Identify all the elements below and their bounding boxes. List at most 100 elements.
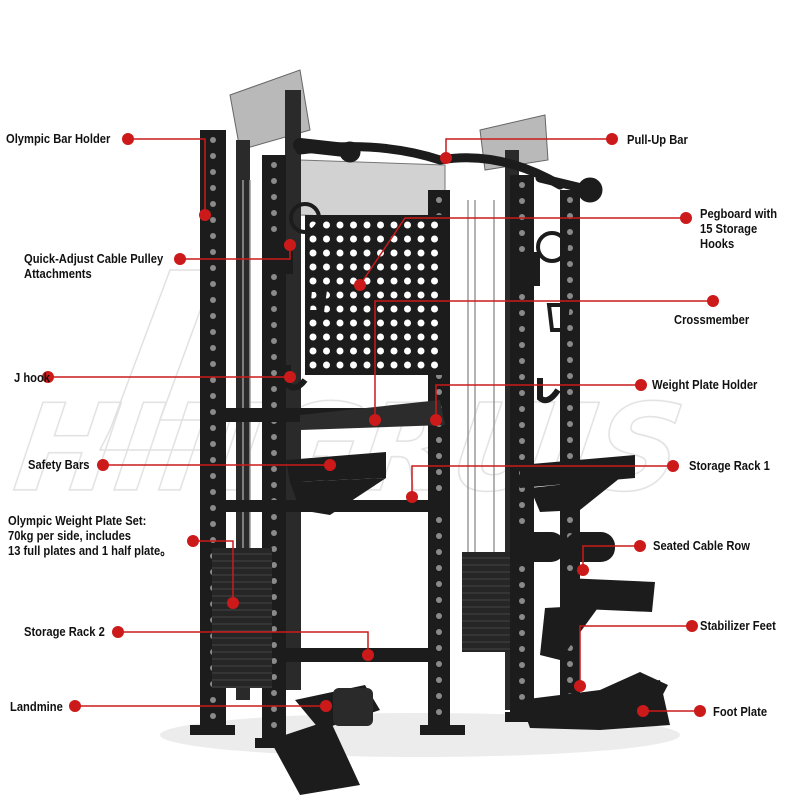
- pulley-handles: [265, 202, 571, 332]
- pegboard-hole: [404, 305, 411, 313]
- upright-hole: [436, 453, 442, 459]
- pegboard-hole: [390, 333, 398, 341]
- upright-hole: [436, 709, 442, 715]
- upright-hole: [436, 469, 442, 475]
- pegboard-hole: [431, 319, 438, 327]
- upright-hole: [271, 290, 277, 296]
- upright-hole: [519, 214, 525, 220]
- pegboard-hole: [323, 333, 330, 341]
- upright-hole: [519, 646, 525, 652]
- upright-hole: [210, 185, 216, 191]
- pegboard-hole: [350, 221, 357, 229]
- upright-hole: [519, 390, 525, 396]
- upright-hole: [271, 626, 277, 632]
- pegboard-hole: [417, 291, 425, 299]
- cable-pulleys: [242, 180, 495, 560]
- upright-hole: [271, 226, 277, 232]
- upright-hole: [567, 453, 573, 459]
- callout-dot-seated-cable-row-target: [577, 564, 589, 576]
- upright-hole: [210, 377, 216, 383]
- callout-line-storage-rack-2: [118, 631, 369, 655]
- upright-hole: [210, 329, 216, 335]
- upright-hole: [210, 505, 216, 511]
- pegboard-hole: [417, 305, 425, 313]
- pegboard-hole: [336, 221, 344, 229]
- upright-hole: [519, 518, 525, 524]
- upright-hole: [271, 466, 277, 472]
- pegboard-hole: [377, 319, 384, 327]
- upright-hole: [519, 358, 525, 364]
- upright-hole: [567, 517, 573, 523]
- pegboard-hole: [323, 263, 330, 271]
- pegboard-hole: [377, 221, 384, 229]
- upright-hole: [436, 549, 442, 555]
- upright-hole: [210, 153, 216, 159]
- upright-hole: [519, 662, 525, 668]
- upright-hole: [567, 341, 573, 347]
- upright-hole: [210, 201, 216, 207]
- upright-hole: [271, 450, 277, 456]
- pegboard-hole: [431, 347, 438, 355]
- pegboard-hole: [350, 361, 357, 369]
- callout-dot-weight-plate-holder-target: [430, 414, 442, 426]
- callout-dot-olympic-weight-plate-set-label: [187, 535, 199, 547]
- pegboard-hole: [363, 361, 371, 369]
- label-quick-adjust-cable-pulley: Quick-Adjust Cable Pulley Attachments: [24, 251, 164, 281]
- upright-hole: [210, 473, 216, 479]
- upright-hole: [210, 169, 216, 175]
- pegboard-hole: [363, 333, 371, 341]
- upright-hole: [567, 277, 573, 283]
- pegboard-hole: [323, 319, 330, 327]
- pegboard-hole: [336, 249, 344, 257]
- callout-dot-foot-plate-label: [694, 705, 706, 717]
- upright-hole: [271, 434, 277, 440]
- landmine: [270, 685, 380, 795]
- upright-hole: [519, 678, 525, 684]
- pegboard-hole: [336, 347, 344, 355]
- pegboard-hole: [350, 235, 357, 243]
- pegboard-hole: [323, 277, 330, 285]
- watermark-figure: [98, 269, 232, 451]
- upright-hole: [271, 178, 277, 184]
- pegboard-hole: [404, 277, 411, 285]
- upright-hole: [271, 658, 277, 664]
- callout-dot-foot-plate-target: [637, 705, 649, 717]
- upright-hole: [519, 598, 525, 604]
- callout-dot-j-hook-target: [284, 371, 296, 383]
- upright-hole: [567, 565, 573, 571]
- callout-dot-pegboard-label: [680, 212, 692, 224]
- label-pegboard: Pegboard with 15 Storage Hooks: [700, 206, 778, 251]
- pegboard-hole: [363, 249, 371, 257]
- pegboard-hole: [404, 319, 411, 327]
- pegboard-hole: [309, 347, 317, 355]
- upright-hole: [436, 581, 442, 587]
- pegboard-hole: [417, 361, 425, 369]
- pegboard-hole: [390, 305, 398, 313]
- upright-hole: [271, 706, 277, 712]
- upright-hole: [436, 517, 442, 523]
- upright-hole: [210, 409, 216, 415]
- upright-hole: [567, 405, 573, 411]
- upright-hole: [519, 694, 525, 700]
- pegboard-hole: [336, 291, 344, 299]
- upright-hole: [436, 533, 442, 539]
- pegboard-hole: [404, 333, 411, 341]
- upright-hole: [436, 197, 442, 203]
- base-feet: [190, 712, 545, 748]
- pegboard-hole: [377, 347, 384, 355]
- pegboard-hole: [404, 221, 411, 229]
- upright-hole: [519, 230, 525, 236]
- pull-up-bar-assembly: [293, 138, 603, 203]
- upright-hole: [271, 210, 277, 216]
- upright-hole: [210, 313, 216, 319]
- upright-hole: [271, 338, 277, 344]
- callout-line-pegboard: [359, 217, 686, 286]
- pegboard-hole: [390, 221, 398, 229]
- callout-dot-stabilizer-feet-target: [574, 680, 586, 692]
- pegboard-hole: [404, 263, 411, 271]
- upright-holes: [210, 137, 573, 728]
- pegboard-hole: [336, 319, 344, 327]
- label-safety-bars: Safety Bars: [28, 457, 90, 472]
- upright-hole: [210, 521, 216, 527]
- upright-hole: [271, 306, 277, 312]
